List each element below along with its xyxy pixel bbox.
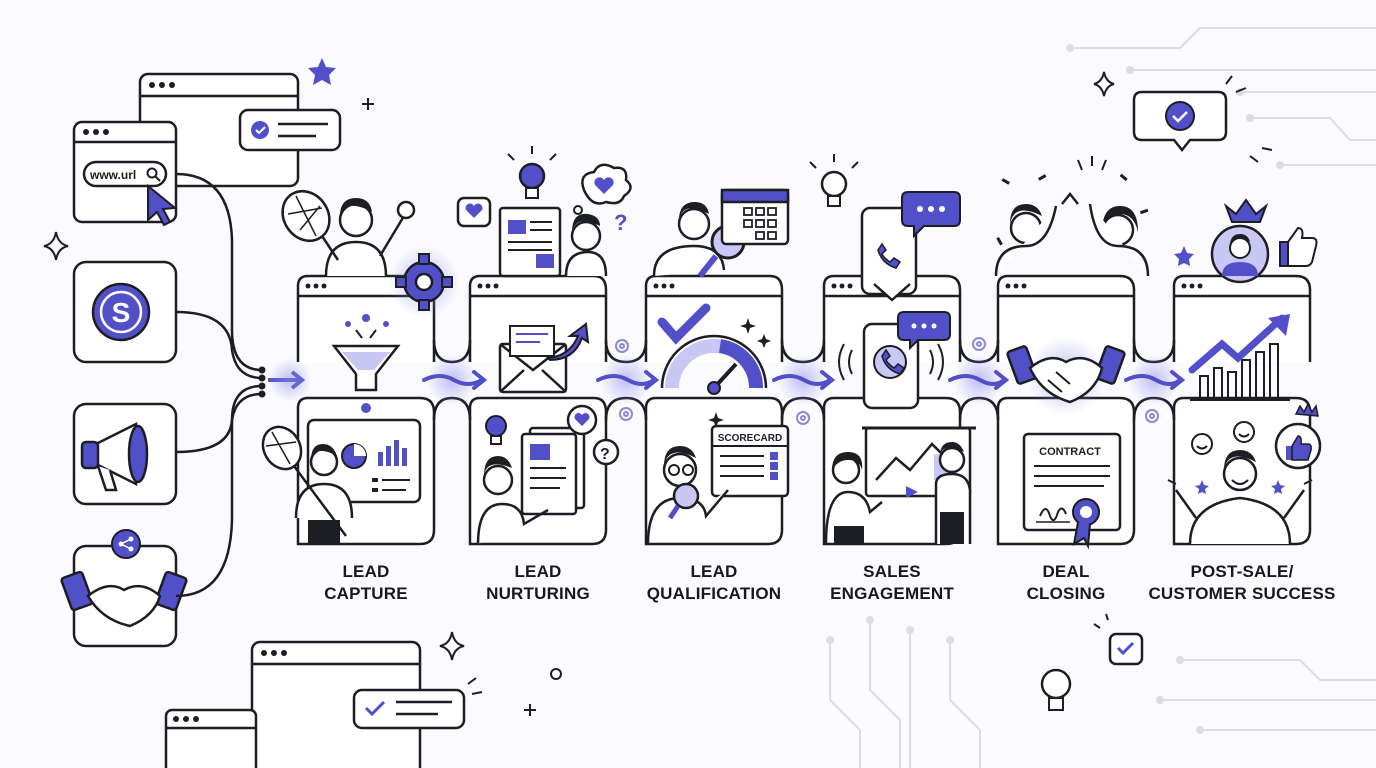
skype-source: S xyxy=(72,260,178,364)
url-text: www.url xyxy=(89,168,136,182)
stage-label-line1: DEAL xyxy=(1042,562,1090,581)
bottom-check-card xyxy=(352,677,483,730)
bottom-browser-windows xyxy=(164,640,422,768)
chat-bubble-icon xyxy=(901,191,961,239)
check-message-card xyxy=(238,108,342,152)
stage-label-lead-qualification: LEAD QUALIFICATION xyxy=(614,561,814,605)
lightbulb-icon xyxy=(485,415,507,445)
stage-label-line1: LEAD xyxy=(514,562,562,581)
lightbulb-icon xyxy=(809,154,859,207)
megaphone-source xyxy=(72,402,178,506)
funnel-icon xyxy=(331,314,401,413)
gear-icon xyxy=(615,337,1159,425)
crown-icon xyxy=(1223,198,1269,223)
lightbulb-icon xyxy=(507,146,557,199)
svg-text:?: ? xyxy=(614,210,627,235)
thumbs-up-icon xyxy=(1279,226,1318,267)
lead-capture-illustration xyxy=(261,189,460,544)
handshake-icon xyxy=(60,570,188,628)
envelope-icon xyxy=(498,322,590,394)
cursor-icon xyxy=(147,183,178,227)
scorecard-label: SCORECARD xyxy=(718,433,782,444)
heart-icon xyxy=(574,412,590,426)
svg-text:?: ? xyxy=(600,446,610,463)
stage-label-line2: QUALIFICATION xyxy=(646,584,782,603)
stage-label-line2: NURTURING xyxy=(486,584,590,603)
decor-star-top xyxy=(308,58,336,85)
lead-nurturing-illustration: ? ? xyxy=(456,146,632,545)
lead-qualification-illustration: SCORECARD xyxy=(646,188,790,545)
success-check-bubble xyxy=(1132,75,1273,163)
stage-label-line1: LEAD xyxy=(342,562,390,581)
gauge-icon xyxy=(660,334,768,395)
stage-label-line1: LEAD xyxy=(690,562,738,581)
check-icon xyxy=(657,303,711,345)
calendar-icon xyxy=(720,188,790,246)
stage-label-lead-capture: LEAD CAPTURE xyxy=(266,561,466,605)
stage-label-line2: CLOSING xyxy=(1026,584,1106,603)
heart-icon xyxy=(465,203,483,218)
stage-label-line1: SALES xyxy=(863,562,921,581)
source-connectors xyxy=(175,172,263,598)
contract-label: CONTRACT xyxy=(1039,446,1101,458)
gear-icon xyxy=(395,253,453,311)
flow-arrows xyxy=(422,370,1186,390)
circuit-decoration xyxy=(829,27,1376,768)
phone-icon xyxy=(881,348,906,375)
bottom-right-icons xyxy=(1040,613,1144,711)
skype-icon: S xyxy=(112,297,131,328)
heart-icon xyxy=(594,177,614,194)
deal-closing-illustration: CONTRACT xyxy=(994,156,1150,550)
decor-sparkle-left xyxy=(43,71,1115,716)
sales-engagement-illustration xyxy=(809,154,976,545)
growth-chart-icon xyxy=(1188,314,1290,401)
stage-label-deal-closing: DEAL CLOSING xyxy=(966,561,1166,605)
post-sale-illustration xyxy=(1167,198,1322,545)
stage-label-sales-engagement: SALES ENGAGEMENT xyxy=(792,561,992,605)
megaphone-icon xyxy=(80,421,149,492)
stage-label-line1: POST-SALE/ xyxy=(1190,562,1294,581)
stage-label-lead-nurturing: LEAD NURTURING xyxy=(438,561,638,605)
stage-label-line2: CUSTOMER SUCCESS xyxy=(1148,584,1336,603)
handshake-share-source xyxy=(60,529,188,648)
handshake-icon xyxy=(1006,336,1126,416)
stage-label-line2: CAPTURE xyxy=(324,584,408,603)
web-browser-source: www.url xyxy=(72,120,178,227)
contract-document: CONTRACT xyxy=(1022,432,1122,550)
stage-label-line2: ENGAGEMENT xyxy=(830,584,954,603)
stage-label-post-sale: POST-SALE/ CUSTOMER SUCCESS xyxy=(1142,561,1342,605)
